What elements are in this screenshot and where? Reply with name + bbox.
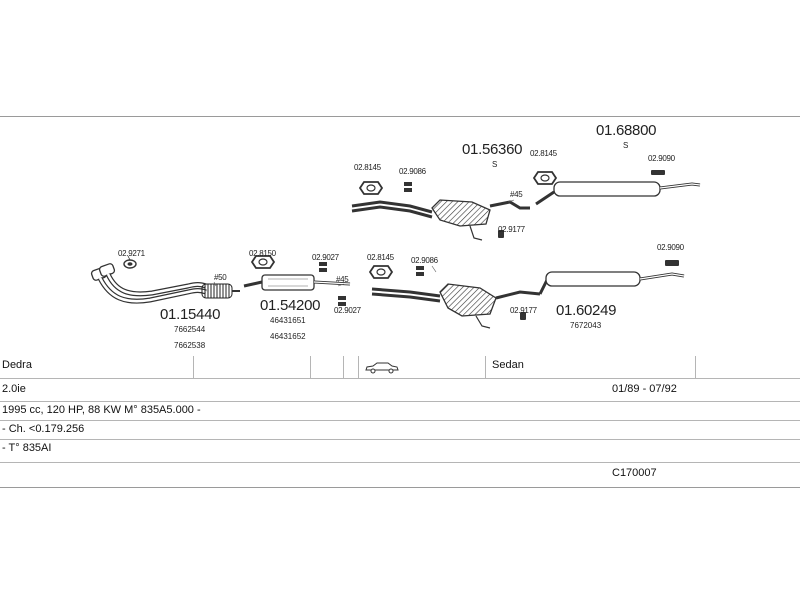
vehicle-info-table: Dedra Sedan 2.0ie 01/89 - 07/92 1995 cc,… <box>0 356 800 486</box>
clamp-label-9027-b: 02.9027 <box>334 306 361 315</box>
catalog-frame <box>0 116 800 488</box>
table-row-engine: 2.0ie 01/89 - 07/92 <box>0 379 800 402</box>
hanger-label-8145-lower: 02.8145 <box>367 253 394 262</box>
model-name: Dedra <box>2 359 32 371</box>
hanger-ring <box>250 255 276 269</box>
hanger-label-8150: 02.8150 <box>249 249 276 258</box>
clamp-label-9177-upper: 02.9177 <box>498 225 525 234</box>
lower-hangers <box>368 265 526 320</box>
table-row-chassis: - Ch. <0.179.256 <box>0 421 800 440</box>
clamp-label-9177-lower: 02.9177 <box>510 306 537 315</box>
lower-middle-silencer <box>371 283 541 329</box>
hanger-label-8145-rear: 02.8145 <box>530 149 557 158</box>
clamp-label-9086-upper: 02.9086 <box>399 167 426 176</box>
oe-ref-rear-lower: 7672043 <box>570 321 602 330</box>
exhaust-diagram: 02.9271 #50 01.15440 7662544 7662538 02.… <box>0 116 800 356</box>
oe-ref-front-1: 7662544 <box>174 325 206 334</box>
type-code: - T° 835AI <box>2 442 52 454</box>
clamp-label-9090-upper: 02.9090 <box>648 154 675 163</box>
gasket-part <box>123 255 137 269</box>
clamp-label-9086-lower: 02.9086 <box>411 256 438 265</box>
production-years: 01/89 - 07/92 <box>612 383 677 395</box>
hanger-label-8145-upper: 02.8145 <box>354 163 381 172</box>
engine-label: 2.0ie <box>2 383 26 395</box>
lower-rear-silencer <box>538 260 685 295</box>
diameter-label-50: #50 <box>214 273 227 282</box>
diameter-label-45-lower: #45 <box>336 275 349 284</box>
exhaust-system-drawing <box>90 170 701 329</box>
upper-hangers <box>358 171 558 238</box>
oe-ref-cat-2: 46431652 <box>270 332 306 341</box>
engine-spec: 1995 cc, 120 HP, 88 KW M° 835A5.000 - <box>2 404 201 416</box>
upper-middle-silencer <box>351 199 530 241</box>
part-number-front-pipe: 01.15440 <box>160 306 221 323</box>
oe-ref-cat-1: 46431651 <box>270 316 306 325</box>
sedan-car-icon <box>365 362 399 374</box>
diameter-label-45-upper: #45 <box>510 190 523 199</box>
front-pipe <box>90 263 240 304</box>
catalyst-section <box>243 274 351 291</box>
table-row-code: C170007 <box>0 463 800 485</box>
table-row-spec: 1995 cc, 120 HP, 88 KW M° 835A5.000 - <box>0 402 800 421</box>
part-number-rear-lower: 01.60249 <box>556 302 617 319</box>
oe-ref-front-2: 7662538 <box>174 341 206 350</box>
clamp-parts <box>319 262 346 306</box>
table-row-model: Dedra Sedan <box>0 356 800 379</box>
catalog-code: C170007 <box>612 467 657 479</box>
part-number-middle-upper: 01.56360 <box>462 141 523 158</box>
clamp-label-9027-a: 02.9027 <box>312 253 339 262</box>
part-s-mark-middle: S <box>492 160 498 169</box>
leader-lines <box>213 199 515 287</box>
part-number-rear-upper: 01.68800 <box>596 122 657 139</box>
upper-rear-silencer <box>535 170 701 206</box>
clamp-label-9090-lower: 02.9090 <box>657 243 684 252</box>
table-row-type: - T° 835AI <box>0 440 800 463</box>
part-number-cat: 01.54200 <box>260 297 321 314</box>
body-type: Sedan <box>492 359 524 371</box>
part-s-mark-rear: S <box>623 141 629 150</box>
chassis-number: - Ch. <0.179.256 <box>2 423 85 435</box>
clamp-label-9271: 02.9271 <box>118 249 145 258</box>
